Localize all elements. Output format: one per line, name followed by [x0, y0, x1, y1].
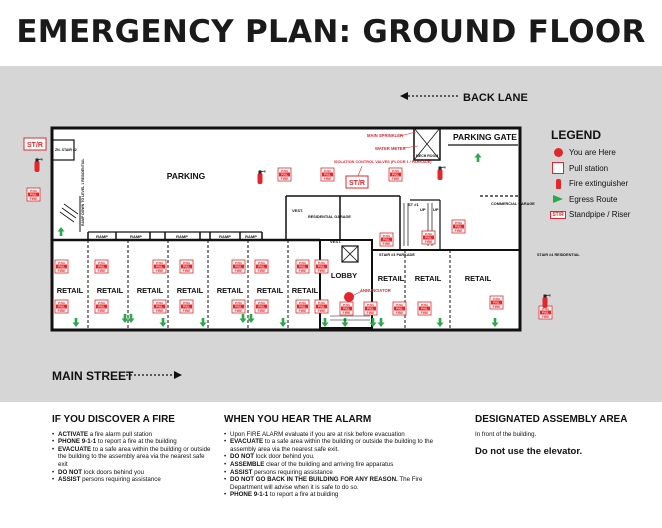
stair-1-label: ST #1: [408, 202, 419, 207]
legend-item: Egress Route: [551, 192, 659, 208]
standpipe-icon: [23, 137, 47, 151]
stair-3-label: STAIR #3 PARKADE: [379, 253, 415, 257]
retail-unit-label: RETAIL: [378, 274, 405, 283]
lobby-label: LOBBY: [331, 271, 357, 280]
ramp-down-label: RAMP DOWN TO LEVEL 1 RESIDENTIAL: [81, 158, 85, 226]
main-sprinkler-label: MAIN SPRINKLER: [367, 133, 403, 138]
list-item: ASSIST persons requiring assistance: [224, 469, 456, 477]
legend: LEGEND You are Here Pull station Fire ex…: [550, 128, 659, 223]
isolation-valves-label: ISOLATION CONTROL VALVES (FLOOR 1 / PARK…: [334, 160, 432, 164]
lobby-stairs: [330, 315, 370, 321]
list-item: PHONE 9-1-1 to report a fire at the buil…: [52, 438, 212, 446]
list-item: ASSIST persons requiring assistance: [52, 476, 212, 484]
parking-gate-label: PARKING GATE: [453, 132, 517, 142]
pull-station-icon: [551, 162, 565, 175]
retail-unit-label: RETAIL: [57, 286, 84, 295]
retail-unit-label: RETAIL: [137, 286, 164, 295]
legend-title: LEGEND: [551, 128, 602, 142]
elevator-warning: Do not use the elevator.: [475, 446, 583, 458]
you-are-here-icon: [344, 292, 354, 302]
residential-garage-label: RESIDENTIAL GARAGE: [308, 215, 351, 219]
legend-label: Egress Route: [569, 194, 618, 204]
legend-item: ST/R Standpipe / Riser: [550, 207, 659, 223]
list-item: DO NOT GO BACK IN THE BUILDING FOR ANY R…: [224, 476, 456, 491]
list-item: EVACUATE to a safe area within the build…: [224, 438, 456, 453]
retail-unit-label: RETAIL: [217, 286, 244, 295]
assembly-area-section: DESIGNATED ASSEMBLY AREA In front of the…: [475, 414, 655, 458]
back-lane-label: BACK LANE: [463, 92, 528, 104]
legend-item: Pull station: [551, 161, 659, 177]
hear-alarm-section: WHEN YOU HEAR THE ALARM Upon FIRE ALARM …: [224, 414, 456, 499]
assembly-area-title: DESIGNATED ASSEMBLY AREA: [475, 414, 628, 425]
retail-unit-label: RETAIL: [465, 274, 492, 283]
up-label: UP: [420, 207, 426, 212]
stair-4-label: STAIR #4 RESIDENTIAL: [537, 253, 580, 257]
vest-label: VEST.: [330, 239, 341, 244]
retail-unit-label: RETAIL: [257, 286, 284, 295]
standpipe-icon: ST/R: [550, 210, 566, 219]
annotation-leaders: [351, 131, 419, 297]
main-street-label: MAIN STREET: [52, 369, 134, 383]
list-item: PHONE 9-1-1 to report a fire at building: [224, 491, 456, 499]
discover-fire-title: IF YOU DISCOVER A FIRE: [52, 414, 175, 425]
you-are-here-icon: [551, 147, 565, 159]
ramp-label: RAMP: [245, 234, 257, 239]
legend-item: Fire extinguisher: [551, 176, 659, 192]
ramp-label: RAMP: [176, 234, 188, 239]
hear-alarm-title: WHEN YOU HEAR THE ALARM: [224, 414, 372, 425]
legend-item: You are Here: [551, 145, 659, 161]
legend-label: You are Here: [569, 148, 616, 158]
building-walls: [50, 126, 522, 332]
main-street-arrow: [126, 371, 182, 379]
retail-unit-label: RETAIL: [292, 286, 319, 295]
retail-unit-label: RETAIL: [415, 274, 442, 283]
list-item: ACTIVATE a fire alarm pull station: [52, 431, 212, 439]
ramp-label: RAMP: [130, 234, 142, 239]
annunciator-label: ANNUNCIATOR: [360, 288, 391, 293]
legend-label: Pull station: [569, 163, 609, 173]
legend-label: Fire extinguisher: [569, 179, 629, 189]
discover-fire-section: IF YOU DISCOVER A FIRE ACTIVATE a fire a…: [52, 414, 212, 484]
list-item: DO NOT lock doors behind you: [52, 469, 212, 477]
parking-label: PARKING: [167, 171, 206, 181]
list-item: DO NOT lock door behind you.: [224, 453, 456, 461]
vest-label: VEST.: [292, 208, 303, 213]
up-label: UP: [433, 207, 439, 212]
commercial-garage-label: COMMERCIAL GARAGE: [491, 202, 535, 206]
stair-2-label: ZN. STAIR #2: [55, 148, 77, 152]
retail-unit-label: RETAIL: [97, 286, 124, 295]
water-meter-label: WATER METER: [375, 146, 406, 151]
hear-alarm-list: Upon FIRE ALARM evaluate if you are at r…: [224, 431, 456, 499]
fire-extinguisher-icon: [551, 178, 565, 190]
back-lane-arrow: [400, 92, 458, 100]
egress-route-icon: [551, 193, 565, 205]
standpipe-icon: [345, 175, 369, 189]
assembly-location: In front of the building.: [475, 430, 537, 438]
discover-fire-list: ACTIVATE a fire alarm pull station PHONE…: [52, 431, 212, 484]
list-item: Upon FIRE ALARM evaluate if you are at r…: [224, 431, 456, 439]
list-item: EVACUATE to a safe area within the build…: [52, 446, 212, 469]
page-title: EMERGENCY PLAN: GROUND FLOOR: [16, 14, 646, 50]
legend-label: Standpipe / Riser: [569, 210, 631, 220]
list-item: ASSEMBLE clear of the building and arriv…: [224, 461, 456, 469]
ramp-label: RAMP: [96, 234, 108, 239]
ramp-label: RAMP: [219, 234, 231, 239]
mech-room-label: MECH ROOM: [416, 154, 438, 158]
retail-unit-label: RETAIL: [177, 286, 204, 295]
